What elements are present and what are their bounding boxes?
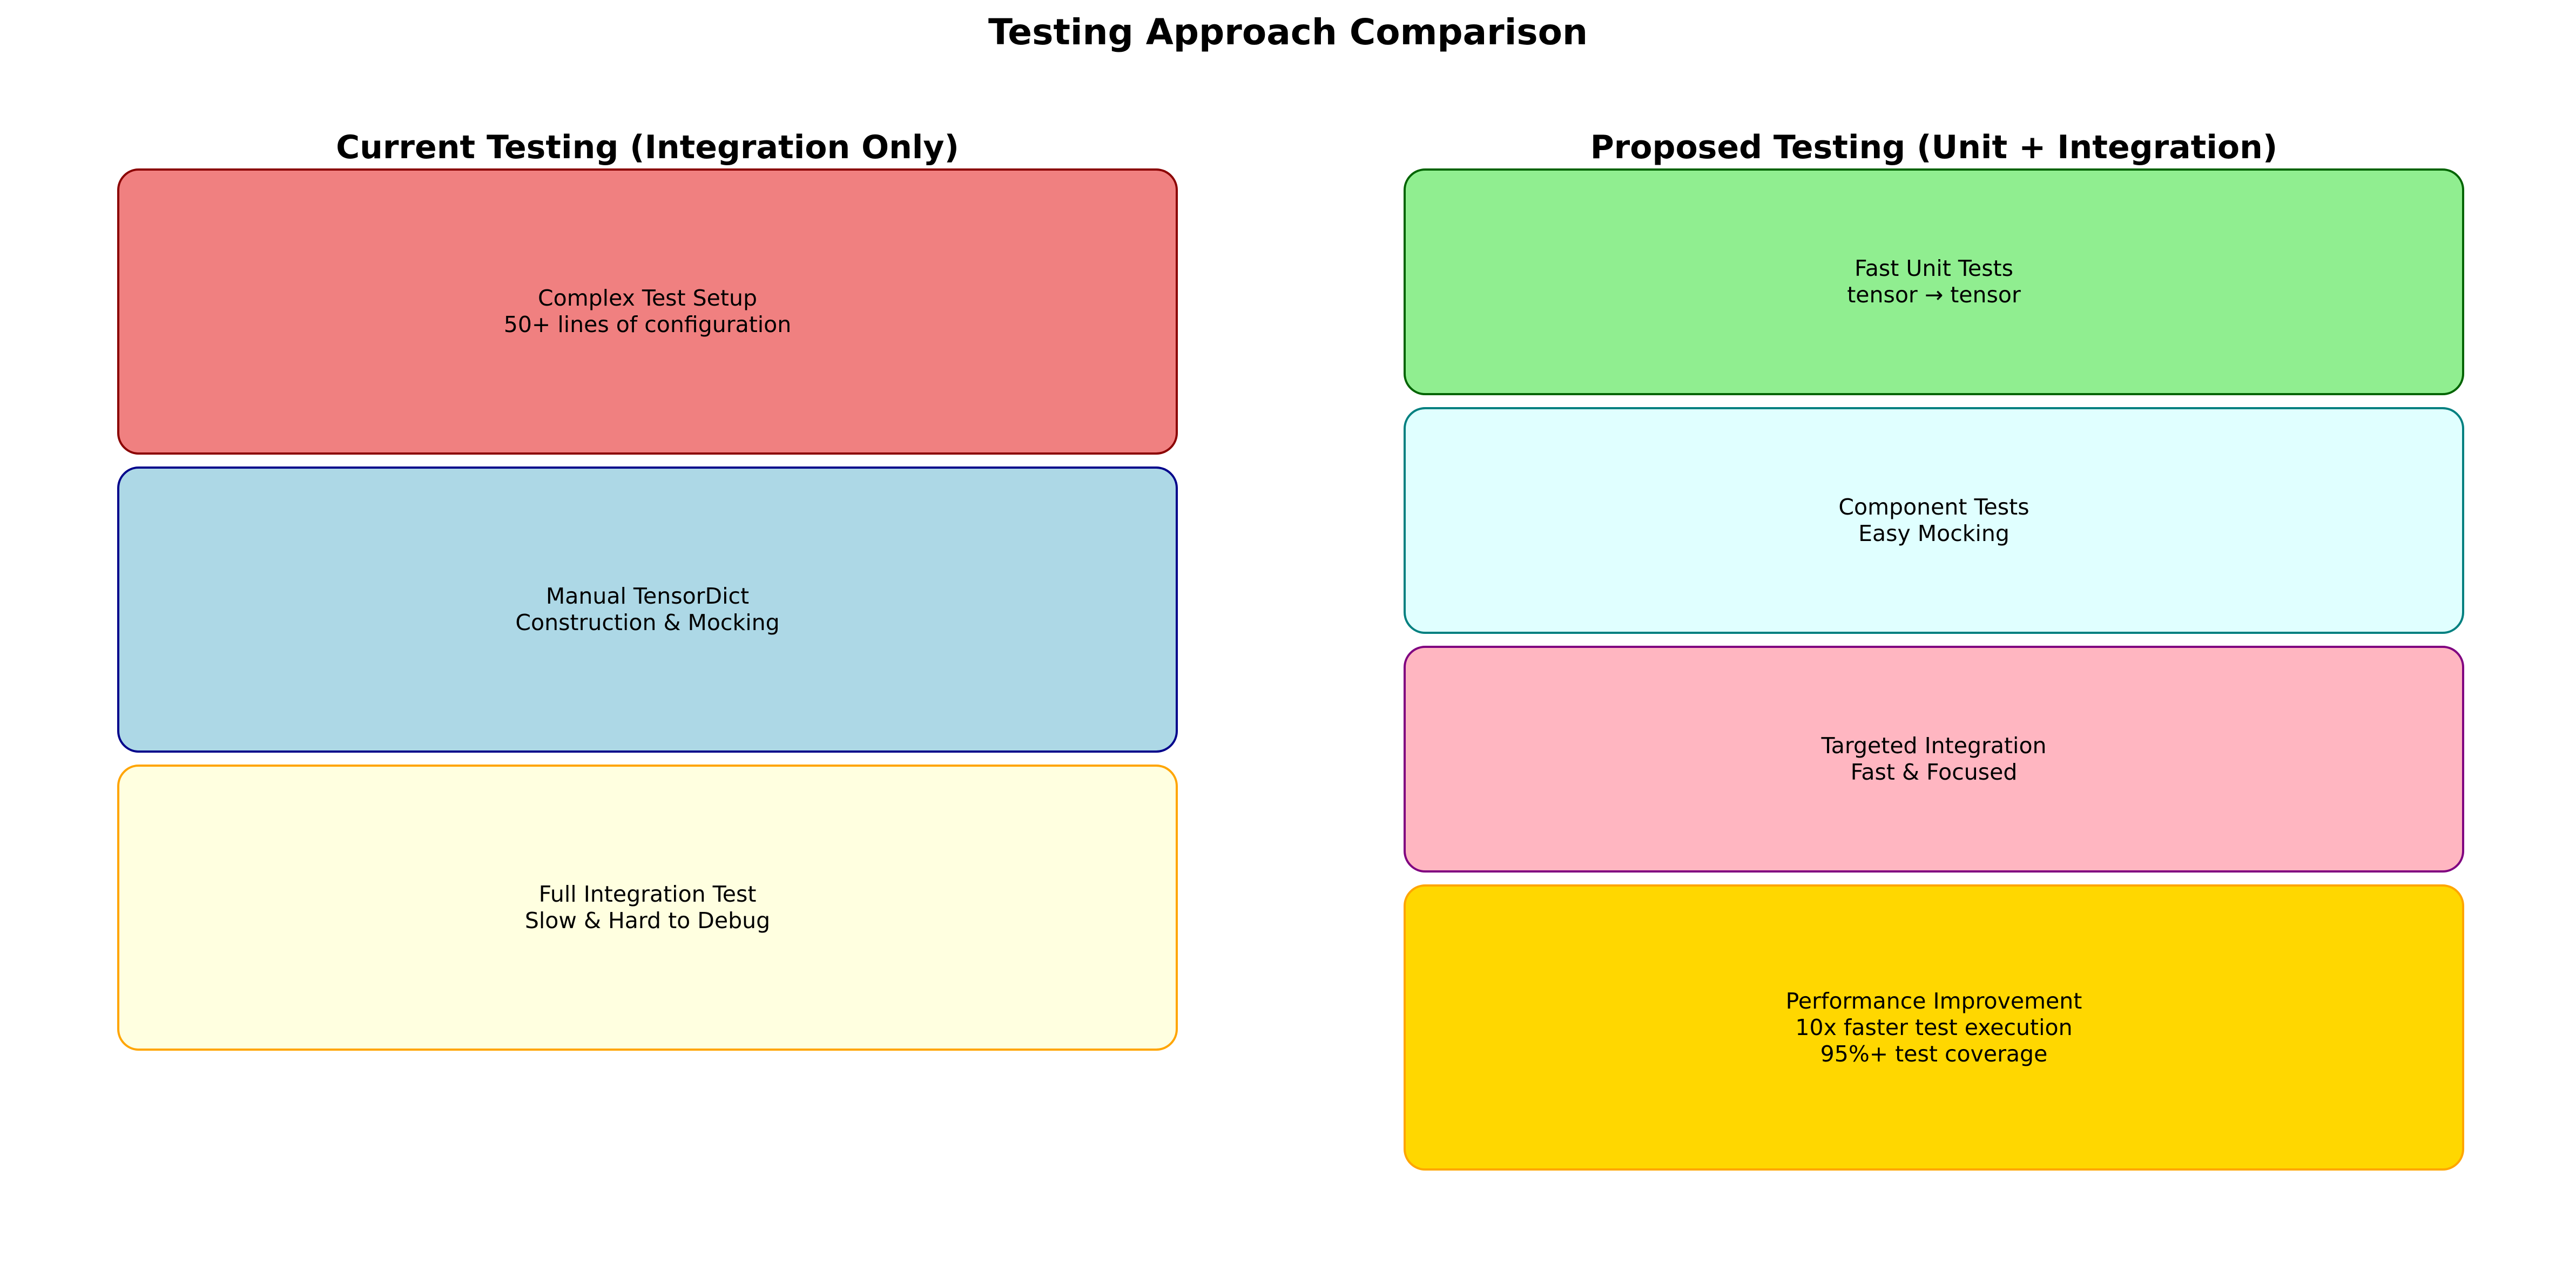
fast-unit-tests-label: Fast Unit Tests tensor → tensor [1847,255,2021,308]
page-title: Testing Approach Comparison [988,11,1588,53]
performance-improvement-box: Performance Improvement 10x faster test … [1404,884,2464,1171]
component-tests-box: Component Tests Easy Mocking [1404,407,2464,634]
proposed-testing-title: Proposed Testing (Unit + Integration) [1590,129,2278,166]
targeted-integration-box: Targeted Integration Fast & Focused [1404,646,2464,873]
targeted-integration-label: Targeted Integration Fast & Focused [1821,733,2047,785]
full-integration-test-box: Full Integration Test Slow & Hard to Deb… [117,765,1178,1051]
current-testing-title: Current Testing (Integration Only) [336,129,959,166]
complex-test-setup-box: Complex Test Setup 50+ lines of configur… [117,168,1178,455]
component-tests-label: Component Tests Easy Mocking [1838,494,2029,546]
manual-tensordict-label: Manual TensorDict Construction & Mocking [515,583,780,635]
full-integration-test-label: Full Integration Test Slow & Hard to Deb… [524,881,771,934]
fast-unit-tests-box: Fast Unit Tests tensor → tensor [1404,168,2464,395]
complex-test-setup-label: Complex Test Setup 50+ lines of configur… [503,285,792,337]
manual-tensordict-box: Manual TensorDict Construction & Mocking [117,466,1178,753]
performance-improvement-label: Performance Improvement 10x faster test … [1785,988,2082,1067]
